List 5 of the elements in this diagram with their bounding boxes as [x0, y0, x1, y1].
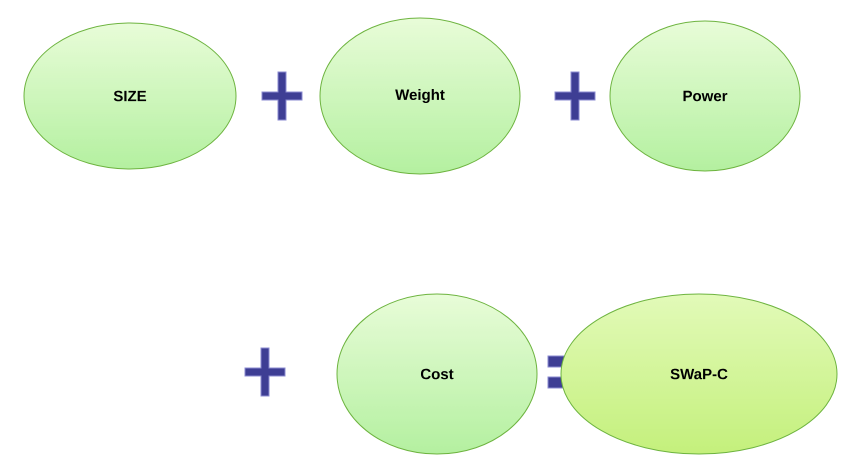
ellipse-node: SIZE: [24, 22, 236, 170]
ellipse-node: SWaP-C: [560, 294, 838, 454]
ellipse-node: Power: [610, 20, 800, 172]
ellipse-node: Cost: [336, 294, 538, 454]
ellipse-node: Weight: [320, 18, 520, 174]
